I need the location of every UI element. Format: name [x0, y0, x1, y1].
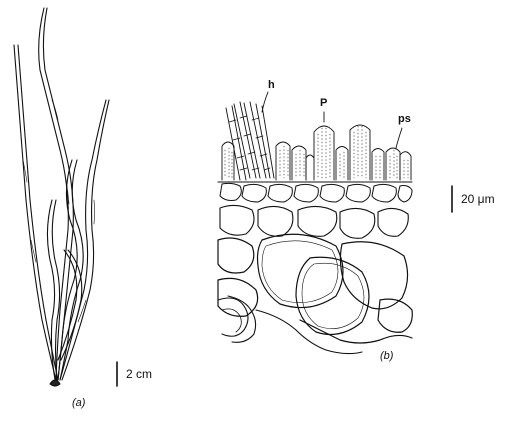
blade-5	[47, 200, 55, 380]
leader-h	[262, 92, 268, 112]
label-p: P	[320, 98, 327, 109]
panel-b-label: (b)	[380, 351, 393, 362]
large-cells	[218, 234, 412, 343]
tissue-edge	[218, 296, 362, 354]
leader-ps	[396, 128, 402, 148]
hairs	[226, 102, 274, 180]
panel-a-label: (a)	[72, 398, 85, 409]
holdfast	[50, 380, 60, 386]
thallus-drawing	[14, 8, 109, 386]
scale-label-b: 20 μm	[461, 193, 495, 205]
label-h: h	[268, 80, 275, 91]
label-ps: ps	[398, 114, 411, 125]
scale-label-a: 2 cm	[126, 368, 152, 380]
cortex-cells	[218, 182, 412, 202]
medulla-cells	[220, 205, 408, 238]
cross-section-drawing	[218, 92, 412, 354]
